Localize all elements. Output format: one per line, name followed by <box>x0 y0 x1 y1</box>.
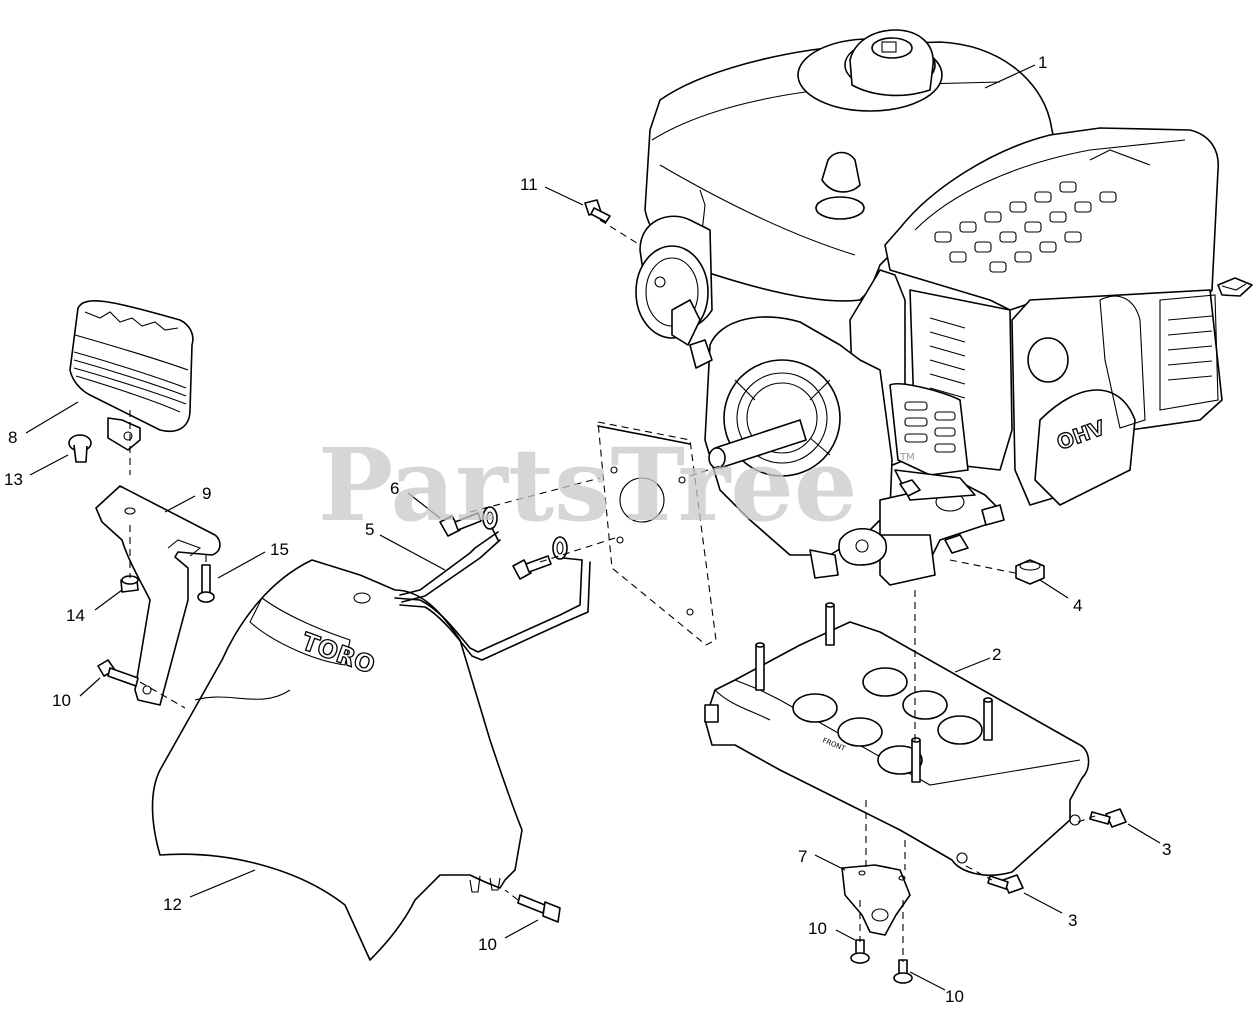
bolt-10-left-part <box>97 659 139 687</box>
engine-part: OHV <box>635 29 1253 586</box>
bolt-15-part <box>197 564 215 603</box>
headlight-part <box>69 300 194 451</box>
rod-5-part <box>394 506 591 661</box>
engine-mount-part: FRONT <box>704 602 1090 876</box>
bolt-6-part <box>439 512 482 537</box>
gasket-plate-part <box>597 421 717 646</box>
callout-7: 7 <box>798 847 807 866</box>
bolt-10-shroud-part <box>517 894 561 923</box>
callout-10c: 10 <box>808 919 827 938</box>
callout-10a: 10 <box>52 691 71 710</box>
callout-13: 13 <box>4 470 23 489</box>
nut-4-part <box>1015 559 1045 585</box>
assembly-lines <box>129 219 1096 962</box>
callout-8: 8 <box>8 428 17 447</box>
muffler-vents <box>904 401 956 453</box>
bolt-6b-part <box>512 555 552 580</box>
callout-3a: 3 <box>1162 840 1171 859</box>
cover-vent-slots <box>934 181 1117 273</box>
callout-15: 15 <box>270 540 289 559</box>
callout-2: 2 <box>992 645 1001 664</box>
callout-6: 6 <box>390 479 399 498</box>
callout-labels: 1 2 3 3 4 5 6 7 8 9 10 10 10 10 11 12 13… <box>4 53 1171 1006</box>
callout-9: 9 <box>202 484 211 503</box>
callout-14: 14 <box>66 606 85 625</box>
leader-lines <box>25 64 1161 991</box>
bolt-10-bracket-part <box>850 939 870 964</box>
light-bracket-part <box>95 485 221 706</box>
watermark-text: PartsTree <box>318 426 858 544</box>
side-vents <box>929 317 966 399</box>
callout-11: 11 <box>520 175 538 194</box>
callout-10b: 10 <box>478 935 497 954</box>
bolt-3b-part <box>987 874 1024 894</box>
callout-5: 5 <box>365 520 374 539</box>
bolt-10-bottom-part <box>893 959 913 984</box>
callout-12: 12 <box>163 895 182 914</box>
bolt-13-part <box>68 434 92 463</box>
nut-14-part <box>120 575 139 593</box>
callout-3b: 3 <box>1068 911 1077 930</box>
callout-10d: 10 <box>945 987 964 1006</box>
bracket-7-part <box>841 864 911 936</box>
callout-1: 1 <box>1038 53 1047 72</box>
bolt-3a-part <box>1089 808 1127 828</box>
watermark-tm: TM <box>899 452 915 463</box>
bolt-11-part <box>584 199 611 223</box>
shroud-part: TORO <box>151 559 523 961</box>
watermark: PartsTree TM <box>318 426 915 544</box>
callout-4: 4 <box>1073 596 1082 615</box>
